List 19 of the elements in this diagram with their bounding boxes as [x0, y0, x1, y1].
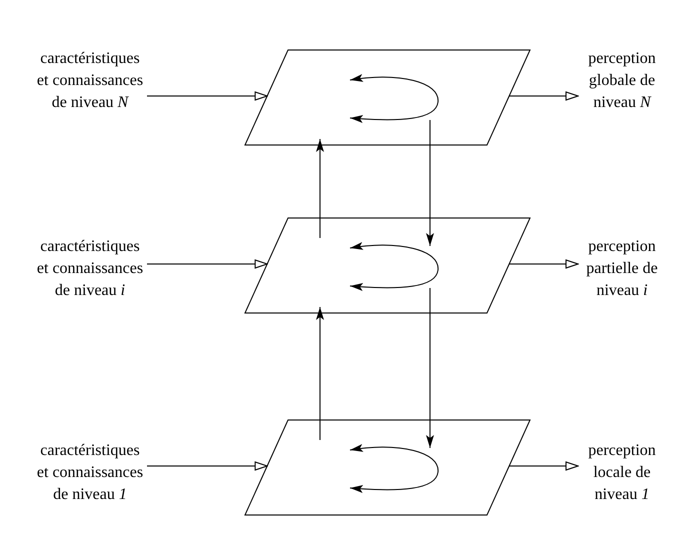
- arrow: [508, 260, 578, 268]
- arrow: [508, 92, 578, 100]
- level-label: perception partielle de niveau i: [580, 236, 664, 302]
- arrow: [146, 92, 268, 100]
- plane-parallelogram: [244, 420, 531, 516]
- level-label: caractéristiques et connaissances de niveau 1: [35, 440, 145, 506]
- plane-parallelogram: [244, 218, 531, 314]
- level-label: perception locale de niveau 1: [580, 440, 664, 506]
- arrow: [426, 120, 434, 246]
- arrow: [316, 306, 324, 440]
- plane-parallelogram: [244, 50, 531, 146]
- arrow: [426, 288, 434, 448]
- arrow: [146, 260, 268, 268]
- arrow: [146, 462, 268, 470]
- arrow: [508, 462, 578, 470]
- level-label: perception globale de niveau N: [580, 48, 664, 114]
- level-label: caractéristiques et connaissances de niveau i: [35, 236, 145, 302]
- level-label: caractéristiques et connaissances de niveau N: [35, 48, 145, 114]
- arrow: [316, 138, 324, 238]
